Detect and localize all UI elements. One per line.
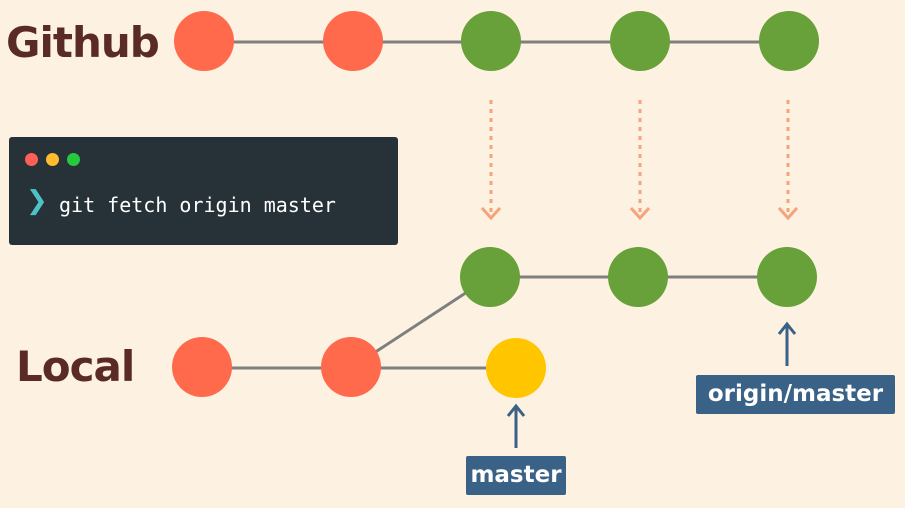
terminal-command: git fetch origin master <box>59 193 336 217</box>
fetched-commit-3 <box>757 247 817 307</box>
fetch-arrowhead-3 <box>777 206 799 221</box>
local-commits <box>172 337 546 398</box>
local-head-commit <box>486 338 546 398</box>
prompt-chevron-icon: ❯ <box>26 186 48 216</box>
github-commit-3 <box>461 11 521 71</box>
master-ref-arrowhead <box>506 403 526 417</box>
local-label: Local <box>16 342 135 391</box>
fetched-commits <box>460 247 817 307</box>
fetch-arrowhead-2 <box>629 206 651 221</box>
terminal-close-dot <box>25 153 38 166</box>
github-commit-5 <box>759 11 819 71</box>
origin-master-ref-arrowhead <box>777 321 797 335</box>
origin-master-ref-label: origin/master <box>696 375 895 414</box>
github-commit-1 <box>174 11 234 71</box>
github-commits <box>174 11 819 71</box>
fetch-arrows <box>480 100 799 221</box>
fetched-commit-1 <box>460 247 520 307</box>
fetch-arrowhead-1 <box>480 206 502 221</box>
master-ref-label: master <box>466 456 566 495</box>
local-commit-1 <box>172 337 232 397</box>
local-commit-2 <box>321 337 381 397</box>
github-commit-2 <box>323 11 383 71</box>
fetched-commit-2 <box>608 247 668 307</box>
terminal-window: ❯ git fetch origin master <box>9 137 398 245</box>
terminal-minimize-dot <box>46 153 59 166</box>
github-label: Github <box>6 18 160 67</box>
terminal-maximize-dot <box>67 153 80 166</box>
ref-arrows <box>506 321 797 448</box>
github-commit-4 <box>610 11 670 71</box>
